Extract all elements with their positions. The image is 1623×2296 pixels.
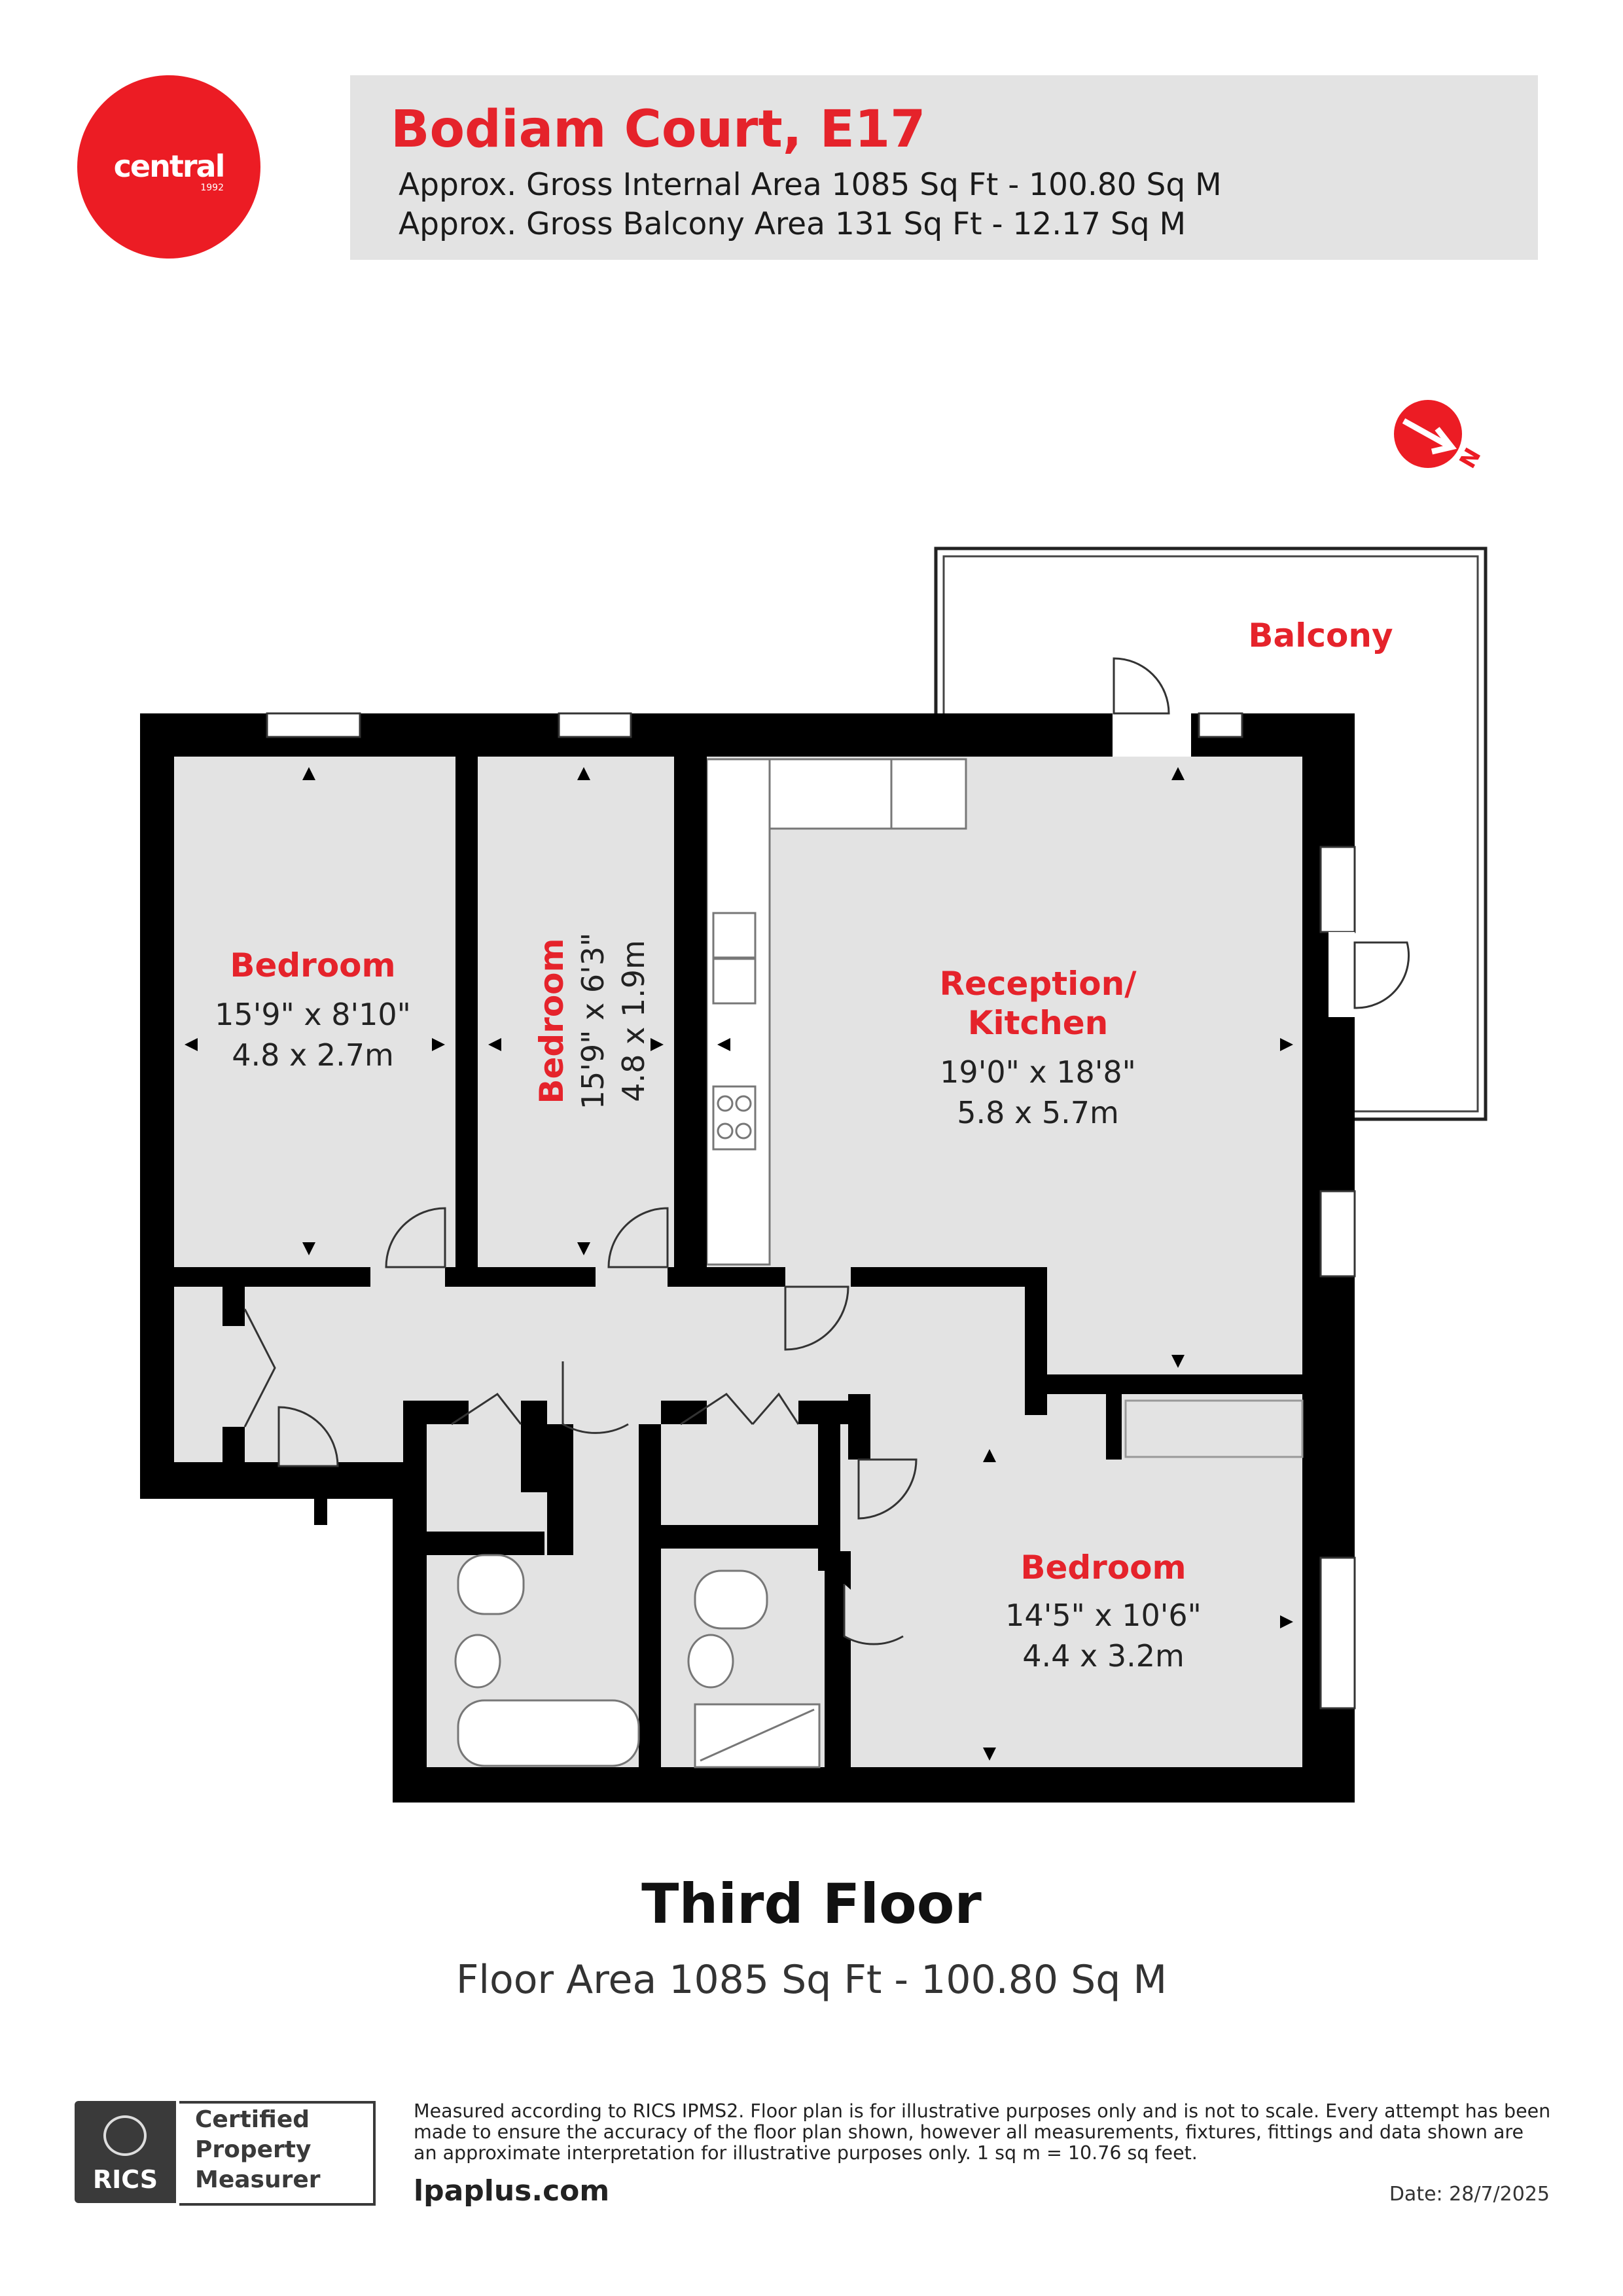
balcony-area: Approx. Gross Balcony Area 131 Sq Ft - 1… xyxy=(399,206,1186,242)
compass-n: N xyxy=(1455,444,1487,473)
balcony-name: Balcony xyxy=(1248,617,1393,655)
floor-title: Third Floor xyxy=(641,1872,982,1936)
bath-icon xyxy=(457,1699,640,1767)
rics-logo: RICS xyxy=(75,2101,176,2203)
bedroom-3-metric: 4.4 x 3.2m xyxy=(1022,1638,1185,1674)
interior-walls xyxy=(174,757,1302,1767)
room-labels: Bedroom 15'9" x 8'10" 4.8 x 2.7m Bedroom… xyxy=(215,617,1393,1674)
rics-badge: RICS Certified Property Measurer xyxy=(75,2101,376,2206)
rics-word: RICS xyxy=(92,2165,158,2194)
sink-icon xyxy=(712,912,757,959)
toilet-icon xyxy=(694,1570,768,1630)
reception-name-2: Kitchen xyxy=(968,1004,1109,1042)
logo-text: central xyxy=(113,149,226,184)
bedroom-2-name: Bedroom xyxy=(533,938,571,1103)
basin-icon xyxy=(454,1634,501,1689)
bedroom-1-imperial: 15'9" x 8'10" xyxy=(215,997,411,1032)
reception-imperial: 19'0" x 18'8" xyxy=(940,1054,1136,1090)
floor-area: Floor Area 1085 Sq Ft - 100.80 Sq M xyxy=(455,1957,1168,2003)
bedroom-1-metric: 4.8 x 2.7m xyxy=(232,1037,394,1073)
hob-icon xyxy=(712,1085,757,1151)
disclaimer: Measured according to RICS IPMS2. Floor … xyxy=(414,2100,1551,2164)
bedroom-3-imperial: 14'5" x 10'6" xyxy=(1005,1598,1202,1633)
lion-icon xyxy=(103,2115,147,2156)
toilet-icon xyxy=(457,1554,525,1615)
reception-metric: 5.8 x 5.7m xyxy=(957,1095,1119,1130)
date-stamp: Date: 28/7/2025 xyxy=(1389,2183,1550,2206)
rics-line-1: Certified xyxy=(195,2106,310,2133)
reception-name-1: Reception/ xyxy=(939,965,1137,1003)
entrance-arrow-icon xyxy=(308,1480,334,1525)
doors xyxy=(243,657,1410,1645)
rics-certified-box: Certified Property Measurer xyxy=(179,2101,376,2206)
bedroom-3-name: Bedroom xyxy=(1020,1549,1186,1587)
bathroom-fixtures xyxy=(454,1399,1304,1768)
rics-line-2: Property xyxy=(195,2136,312,2163)
bedroom-2-imperial: 15'9" x 6'3" xyxy=(575,933,611,1109)
floor-fills xyxy=(174,757,1302,1767)
bedroom-1-name: Bedroom xyxy=(230,946,395,984)
basin-icon xyxy=(687,1634,734,1689)
internal-area: Approx. Gross Internal Area 1085 Sq Ft -… xyxy=(399,167,1222,203)
property-title: Bodiam Court, E17 xyxy=(391,100,926,159)
windows xyxy=(266,712,1356,1710)
dimension-arrows xyxy=(185,767,1293,1761)
central-logo: central 1992 xyxy=(77,75,260,259)
compass-icon: N xyxy=(1394,400,1486,473)
bedroom-2-metric: 4.8 x 1.9m xyxy=(616,940,651,1102)
kitchen-counter xyxy=(705,758,967,1266)
header-box: Bodiam Court, E17 Approx. Gross Internal… xyxy=(350,75,1538,260)
rics-line-3: Measurer xyxy=(195,2166,321,2193)
floor-plan: N xyxy=(140,400,1488,1803)
logo-year: 1992 xyxy=(200,183,224,193)
website-link[interactable]: lpaplus.com xyxy=(414,2174,610,2208)
